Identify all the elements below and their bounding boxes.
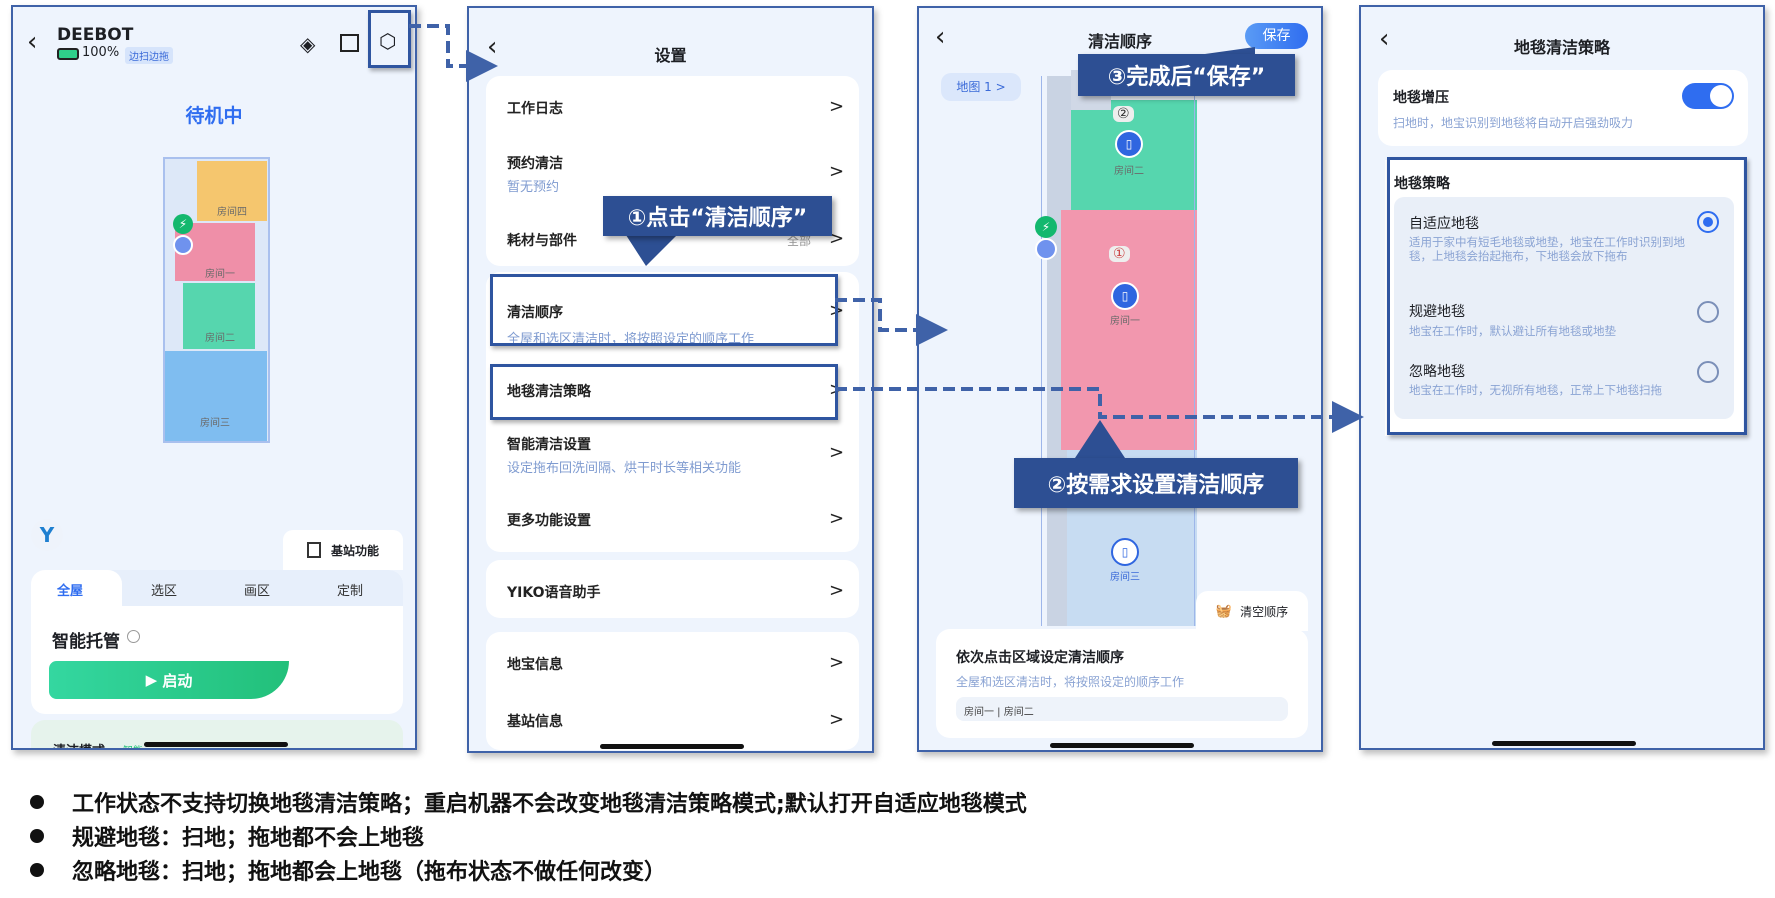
station-icon [306, 542, 321, 558]
home-indicator [600, 744, 744, 749]
home-indicator [144, 742, 288, 747]
carpet-boost-card: 地毯增压 扫地时，地宝识别到地毯将自动开启强劲吸力 [1378, 70, 1748, 146]
clear-order-button[interactable]: 🧺清空顺序 [1196, 591, 1308, 631]
tab-custom[interactable]: 定制 [337, 584, 364, 599]
smart-title: 智能托管 [52, 632, 120, 652]
yiko-button[interactable]: Y [31, 519, 63, 551]
mode-badge: 边扫边拖 [125, 47, 173, 64]
back-button[interactable]: ‹ [487, 32, 498, 62]
settings-screen: ‹ 设置 工作日志 > 预约清洁 暂无预约 > 耗材与部件 全部 > 清洁顺序 … [467, 6, 874, 753]
radio-adaptive[interactable] [1697, 211, 1719, 233]
callout-step1: ①点击“清洁顺序” [603, 196, 832, 236]
layers-icon[interactable]: ◈ [300, 32, 316, 56]
battery-level: 100% [82, 45, 120, 60]
page-title: 地毯清洁策略 [1513, 38, 1610, 57]
tab-whole-house[interactable]: 全屋 [57, 584, 84, 599]
room-door-icon: ▯ [1111, 538, 1139, 566]
callout-step2: ②按需求设置清洁顺序 [1014, 458, 1298, 508]
tab-draw-area[interactable]: 画区 [244, 584, 271, 599]
carpet-strategy-highlight [1387, 157, 1747, 435]
back-button[interactable]: ‹ [27, 27, 38, 57]
radio-ignore[interactable] [1697, 361, 1719, 383]
tab-select-area[interactable]: 选区 [151, 584, 178, 599]
page-title: 设置 [654, 46, 687, 65]
callout-step3: ③完成后“保存” [1078, 54, 1295, 96]
home-screen: ‹ DEEBOT 100% 边扫边拖 ◈ ⬡ 待机中 房间四 房间一 房间二 房… [11, 5, 417, 750]
settings-highlight [368, 10, 411, 68]
home-map[interactable]: 房间四 房间一 房间二 房间三 ⚡ [163, 157, 270, 443]
control-card: 全屋 选区 画区 定制 智能托管 ▶ 启动 AI [31, 570, 403, 714]
map-edit-icon[interactable] [340, 34, 359, 52]
save-button[interactable]: 保存 [1245, 23, 1308, 49]
back-button[interactable]: ‹ [1379, 24, 1390, 54]
note-1: 工作状态不支持切换地毯清洁策略；重启机器不会改变地毯清洁策略模式;默认打开自适应… [30, 786, 1027, 818]
start-button[interactable]: ▶ 启动 [49, 661, 289, 699]
note-2: 规避地毯：扫地；拖地都不会上地毯 [30, 820, 424, 852]
order-card: 依次点击区域设定清洁顺序 全屋和选区清洁时，将按照设定的顺序工作 房间一 | 房… [936, 629, 1308, 738]
dock-icon: ⚡ [1035, 216, 1057, 238]
strategy-title: 地毯策略 [1394, 176, 1450, 192]
note-3: 忽略地毯：扫地；拖地都会上地毯（拖布状态不做任何改变） [30, 854, 666, 886]
page-title: 清洁顺序 [1087, 32, 1152, 51]
radio-avoid[interactable] [1697, 301, 1719, 323]
robot-icon [173, 235, 193, 255]
status-text: 待机中 [185, 105, 243, 127]
room-door-icon: ▯ [1111, 282, 1139, 310]
battery-icon [57, 48, 79, 60]
order-badge: ② [1113, 106, 1134, 122]
carpet-boost-toggle[interactable] [1682, 83, 1734, 109]
back-button[interactable]: ‹ [935, 22, 946, 52]
clean-order-highlight [490, 274, 838, 346]
carpet-strategy-highlight [490, 364, 838, 420]
map-chip[interactable]: 地图 1 > [941, 73, 1021, 101]
home-indicator [1050, 743, 1194, 748]
basket-icon: 🧺 [1215, 603, 1233, 619]
station-button[interactable]: 基站功能 [283, 530, 403, 570]
device-name: DEEBOT [57, 25, 134, 45]
info-icon[interactable] [127, 630, 140, 643]
dock-icon: ⚡ [173, 214, 193, 234]
carpet-strategy-screen: ‹ 地毯清洁策略 地毯增压 扫地时，地宝识别到地毯将自动开启强劲吸力 地毯策略 … [1359, 5, 1765, 750]
order-sequence: 房间一 | 房间二 [956, 697, 1288, 721]
order-badge: ① [1109, 246, 1130, 262]
home-indicator [1492, 741, 1636, 746]
room-door-icon: ▯ [1115, 130, 1143, 158]
robot-icon [1035, 238, 1057, 260]
play-icon: ▶ [145, 671, 163, 689]
settings-gear-icon[interactable]: ⬡ [379, 29, 397, 53]
